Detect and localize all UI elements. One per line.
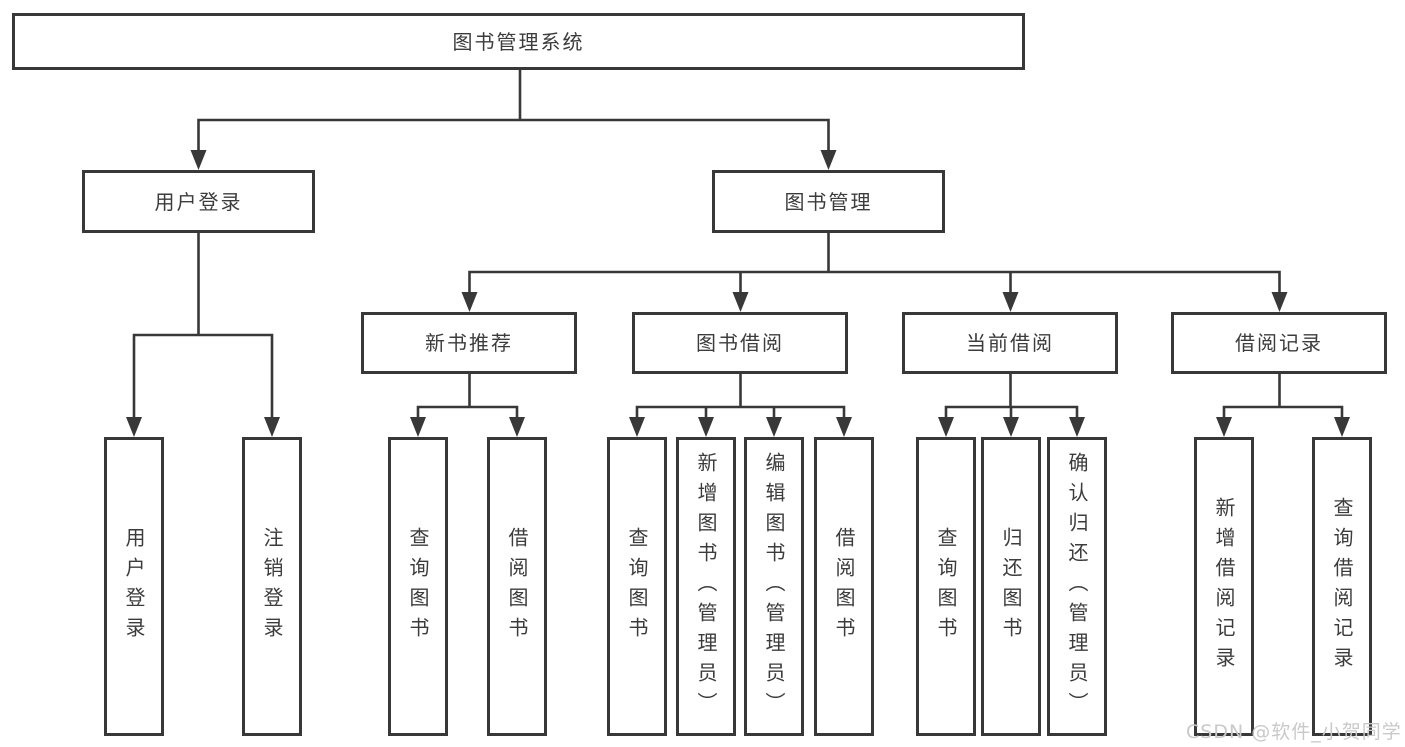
node-new-book-recommend: 新书推荐 bbox=[361, 312, 577, 374]
leaf-rec-borrow-books: 借阅图书 bbox=[487, 437, 547, 736]
leaf-br-query-record: 查询借阅记录 bbox=[1312, 437, 1372, 736]
leaf-cb-query-books-label: 查询图书 bbox=[934, 526, 958, 647]
leaf-cb-return-books: 归还图书 bbox=[981, 437, 1041, 736]
leaf-bb-add-books-admin: 新增图书（管理员） bbox=[676, 437, 736, 736]
leaf-rec-borrow-books-label: 借阅图书 bbox=[505, 526, 529, 647]
node-book-management: 图书管理 bbox=[712, 170, 945, 233]
leaf-bb-edit-books-admin-label: 编辑图书（管理员） bbox=[762, 451, 786, 722]
leaf-bb-query-books: 查询图书 bbox=[607, 437, 667, 736]
node-root: 图书管理系统 bbox=[12, 13, 1025, 70]
leaf-br-add-record-label: 新增借阅记录 bbox=[1212, 496, 1236, 677]
node-current-borrow: 当前借阅 bbox=[902, 312, 1118, 374]
leaf-cb-query-books: 查询图书 bbox=[916, 437, 976, 736]
node-user-login-label: 用户登录 bbox=[154, 189, 243, 214]
node-borrow-records: 借阅记录 bbox=[1171, 312, 1387, 374]
leaf-bb-add-books-admin-label: 新增图书（管理员） bbox=[694, 451, 718, 722]
node-root-label: 图书管理系统 bbox=[452, 29, 585, 54]
leaf-bb-query-books-label: 查询图书 bbox=[625, 526, 649, 647]
leaf-cb-confirm-return-admin-label: 确认归还（管理员） bbox=[1065, 451, 1089, 722]
leaf-cb-confirm-return-admin: 确认归还（管理员） bbox=[1047, 437, 1107, 736]
leaf-user-login-label: 用户登录 bbox=[122, 526, 146, 647]
leaf-rec-query-books-label: 查询图书 bbox=[406, 526, 430, 647]
node-borrow-records-label: 借阅记录 bbox=[1235, 331, 1323, 355]
leaf-bb-borrow-books-label: 借阅图书 bbox=[832, 526, 856, 647]
leaf-br-query-record-label: 查询借阅记录 bbox=[1330, 496, 1354, 677]
node-book-borrow: 图书借阅 bbox=[632, 312, 848, 374]
leaf-bb-edit-books-admin: 编辑图书（管理员） bbox=[744, 437, 804, 736]
node-user-login: 用户登录 bbox=[82, 170, 315, 233]
leaf-logout: 注销登录 bbox=[242, 437, 302, 736]
leaf-logout-label: 注销登录 bbox=[260, 526, 284, 647]
csdn-watermark: CSDN @软件_小贺同学 bbox=[1186, 721, 1402, 743]
node-book-management-label: 图书管理 bbox=[784, 189, 873, 214]
node-current-borrow-label: 当前借阅 bbox=[966, 331, 1054, 355]
node-new-book-recommend-label: 新书推荐 bbox=[425, 331, 513, 355]
leaf-bb-borrow-books: 借阅图书 bbox=[814, 437, 874, 736]
leaf-rec-query-books: 查询图书 bbox=[388, 437, 448, 736]
node-book-borrow-label: 图书借阅 bbox=[696, 331, 784, 355]
leaf-user-login: 用户登录 bbox=[104, 437, 164, 736]
leaf-br-add-record: 新增借阅记录 bbox=[1194, 437, 1254, 736]
leaf-cb-return-books-label: 归还图书 bbox=[999, 526, 1023, 647]
